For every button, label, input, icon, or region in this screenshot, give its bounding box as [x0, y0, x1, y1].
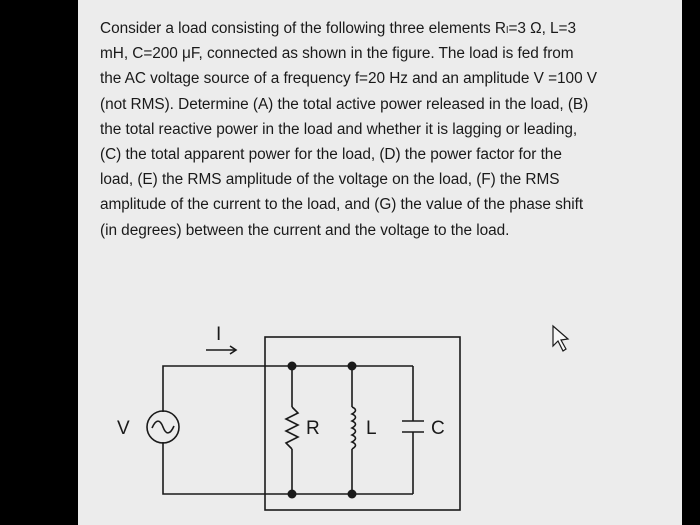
current-arrow-icon [206, 345, 238, 355]
junction-dot [287, 361, 297, 371]
junction-dot [347, 361, 357, 371]
problem-text: Consider a load consisting of the follow… [100, 16, 672, 243]
source-label: V [117, 418, 130, 439]
top-wire [162, 365, 413, 412]
junction-dot [347, 489, 357, 499]
problem-line: mH, C=200 μF, connected as shown in the … [100, 45, 574, 63]
load-box [264, 336, 461, 511]
ac-source-icon [146, 410, 180, 444]
problem-line: (in degrees) between the current and the… [100, 221, 510, 239]
ac-wave-icon [151, 420, 175, 434]
inductor [350, 366, 357, 494]
problem-line: (not RMS). Determine (A) the total activ… [100, 95, 589, 113]
problem-line: amplitude of the current to the load, an… [100, 196, 584, 214]
capacitor [402, 366, 424, 494]
current-label: I [216, 324, 221, 345]
mouse-cursor-icon [552, 324, 570, 352]
problem-line: load, (E) the RMS amplitude of the volta… [100, 171, 560, 189]
problem-line: Consider a load consisting of the follow… [100, 20, 576, 37]
problem-sheet: Consider a load consisting of the follow… [78, 0, 682, 525]
problem-line: (C) the total apparent power for the loa… [100, 146, 562, 164]
resistor [284, 366, 300, 494]
bottom-wire [162, 442, 413, 495]
resistor-label: R [306, 418, 320, 439]
problem-line: the total reactive power in the load and… [100, 120, 578, 138]
capacitor-label: C [431, 418, 445, 439]
inductor-label: L [366, 418, 377, 439]
junction-dot [287, 489, 297, 499]
problem-line: the AC voltage source of a frequency f=2… [100, 70, 598, 88]
